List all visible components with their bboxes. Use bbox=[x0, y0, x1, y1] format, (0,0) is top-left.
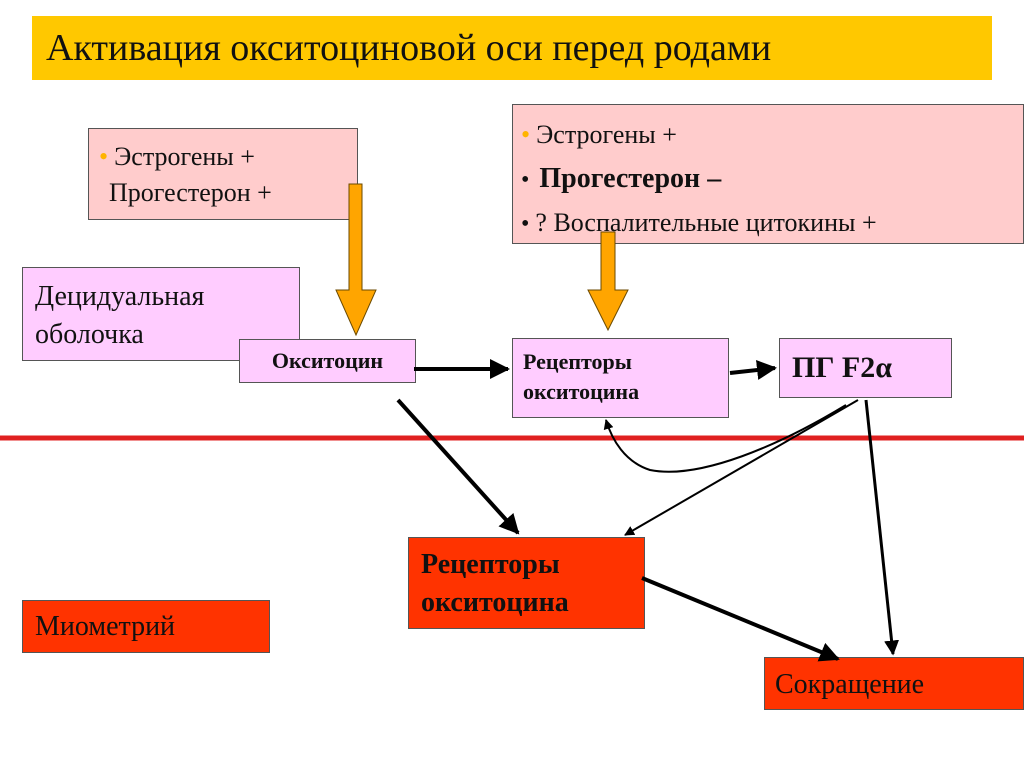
bullet-icon: • bbox=[99, 142, 109, 171]
hormones-box-right: •Эстрогены + •Прогестерон – •? Воспалите… bbox=[512, 104, 1024, 244]
hormones-right-item-3: •? Воспалительные цитокины + bbox=[521, 208, 877, 237]
myometrium-box: Миометрий bbox=[22, 600, 270, 653]
orange-arrow-left bbox=[335, 183, 377, 337]
arrow-oxytocin-to-myometrial-receptors bbox=[396, 398, 520, 535]
oxytocin-box: Окситоцин bbox=[239, 339, 416, 383]
arrow-pgf2a-feedback bbox=[603, 404, 847, 473]
page-title: Активация окситоциновой оси перед родами bbox=[32, 16, 992, 80]
bullet-icon: • bbox=[521, 167, 530, 193]
hormones-box-left: •Эстрогены + Прогестерон + bbox=[88, 128, 358, 220]
bullet-icon: • bbox=[521, 211, 530, 237]
hormones-left-item-1: •Эстрогены + bbox=[99, 142, 255, 171]
hormones-right-item-2: •Прогестерон – bbox=[521, 163, 722, 194]
arrow-pgf2a-to-contraction bbox=[864, 399, 900, 656]
hormones-left-item-2: Прогестерон + bbox=[109, 178, 272, 207]
contraction-box: Сокращение bbox=[764, 657, 1024, 710]
orange-arrow-right bbox=[587, 231, 629, 332]
hormones-right-item-1: •Эстрогены + bbox=[521, 120, 677, 149]
arrow-receptors-to-pgf2a bbox=[729, 360, 777, 380]
bullet-icon: • bbox=[521, 120, 531, 149]
arrow-receptors-to-contraction bbox=[641, 576, 840, 662]
receptors-box-lower: Рецепторы окситоцина bbox=[408, 537, 645, 629]
arrow-pgf2a-to-myometrial-receptors bbox=[624, 399, 859, 536]
receptors-box-upper: Рецепторы окситоцина bbox=[512, 338, 729, 418]
decidua-box: Децидуальная оболочка bbox=[22, 267, 300, 361]
pgf2a-box: ПГ F2α bbox=[779, 338, 952, 398]
